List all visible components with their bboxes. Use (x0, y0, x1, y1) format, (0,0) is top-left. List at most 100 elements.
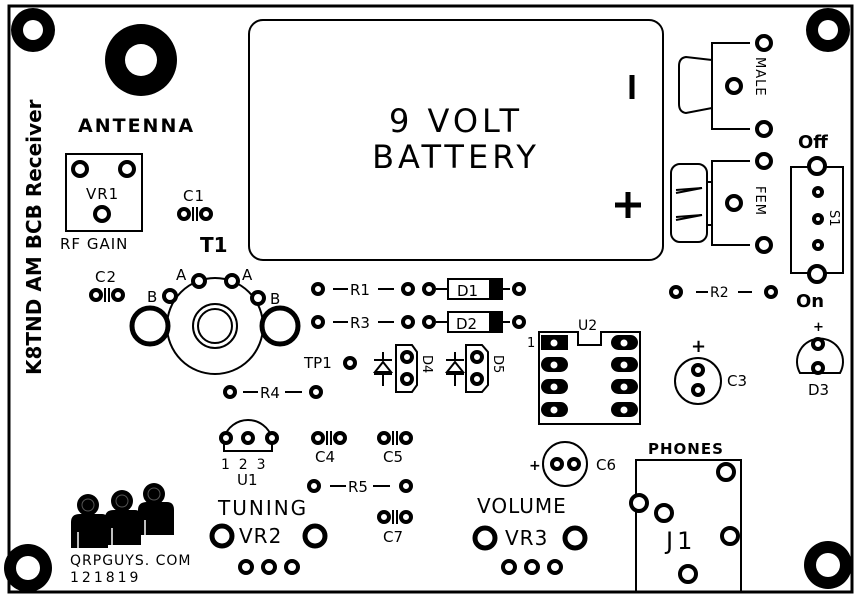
c7-capacitor (377, 510, 413, 524)
board-outline (7, 4, 854, 594)
vr3-mount-pad (562, 525, 588, 551)
r1-label: R1 (350, 281, 370, 299)
qrpguys-logo-icon (71, 483, 174, 548)
j1-pad (629, 493, 649, 513)
s1-pad (812, 186, 824, 198)
male-connector (678, 34, 773, 138)
d5-label: D5 (490, 355, 505, 373)
mounting-hole-top-left (11, 8, 55, 52)
d3-plus-icon: + (813, 320, 824, 335)
vr3-label: VR3 (505, 526, 548, 550)
male-label: MALE (752, 57, 767, 97)
u2-label: U2 (578, 318, 597, 334)
j1-pad (654, 503, 674, 523)
volume-label: VOLUME (477, 494, 567, 518)
vr2-mount-pad (209, 523, 235, 549)
c5-capacitor (377, 431, 413, 445)
vr2-pad (238, 559, 254, 575)
r5-label: R5 (348, 478, 368, 496)
u1-label: U1 (237, 471, 258, 489)
vr2-label: VR2 (239, 524, 282, 548)
c3-pad (691, 383, 705, 397)
vr1-pad (71, 160, 89, 178)
j1-pad (716, 462, 736, 482)
tp1-pad (343, 356, 357, 370)
c4-label: C4 (315, 448, 335, 466)
d5-diode (444, 344, 489, 393)
battery-label-line2: BATTERY (372, 138, 540, 176)
board-title: K8TND AM BCB Receiver (22, 99, 46, 375)
c7-label: C7 (383, 528, 403, 546)
c3-pad (691, 363, 705, 377)
switch-off-label: Off (798, 132, 828, 153)
c2-label: C2 (95, 268, 117, 286)
vr3-pad (501, 559, 517, 575)
r2-resistor (669, 285, 778, 299)
r4-resistor (223, 385, 323, 399)
t1-pin-b (162, 288, 178, 304)
tp1-label: TP1 (303, 354, 332, 372)
s1-mount-pad (807, 156, 827, 176)
s1-pad (812, 213, 824, 225)
r4-label: R4 (260, 384, 280, 402)
vr2-mount-pad (302, 523, 328, 549)
c6-outline (542, 441, 588, 487)
phones-label: PHONES (648, 440, 724, 458)
j1-pad (720, 526, 740, 546)
d3-pad (811, 361, 825, 375)
t1-pin-a-label: A (242, 266, 253, 284)
j1-outline (635, 459, 742, 592)
t1-mount-pad-left (129, 305, 171, 347)
j1-label: J1 (664, 527, 696, 555)
s1-mount-pad (807, 264, 827, 284)
r1-resistor (311, 282, 415, 296)
d4-label: D4 (419, 355, 434, 373)
vr2-pad (261, 559, 277, 575)
female-connector (670, 152, 773, 254)
d4-diode (372, 344, 418, 393)
c3-plus-icon: + (691, 336, 706, 357)
c1-label: C1 (183, 187, 205, 205)
antenna-pad (105, 24, 177, 96)
u2-pin1-label: 1 (527, 336, 535, 351)
t1-mount-pad-right (259, 305, 301, 347)
battery-outline (248, 19, 664, 261)
c6-pad (567, 457, 581, 471)
t1-pin-b-label: B (270, 290, 281, 308)
d3-label: D3 (808, 381, 829, 399)
u1-regulator (219, 419, 279, 452)
vr1-outline (65, 153, 143, 232)
t1-outline (166, 277, 264, 375)
c5-label: C5 (383, 448, 403, 466)
r3-resistor (311, 315, 415, 329)
c2-capacitor (89, 288, 125, 302)
c3-outline (674, 357, 722, 405)
battery-label-line1: 9 VOLT (389, 102, 523, 140)
r5-resistor (307, 479, 413, 493)
s1-label: S1 (826, 210, 841, 227)
vr2-pad (284, 559, 300, 575)
vr1-pad (93, 205, 111, 223)
t1-pin-b-label: B (147, 288, 158, 306)
c1-capacitor (177, 207, 213, 221)
vr3-pad (547, 559, 563, 575)
battery-plus-icon (615, 192, 641, 218)
s1-pad (812, 239, 824, 251)
j1-pad (678, 564, 698, 584)
d1-diode (422, 278, 526, 300)
u1-pin-numbers: 1 2 3 (221, 457, 266, 473)
c4-capacitor (311, 431, 347, 445)
website-label: QRPGUYS. COM (70, 553, 192, 569)
switch-on-label: On (796, 291, 824, 312)
d2-label: D2 (456, 315, 477, 333)
d2-diode (422, 311, 526, 333)
u2-outline (538, 331, 641, 425)
d1-label: D1 (457, 282, 478, 300)
u2-pins (541, 335, 638, 417)
c3-label: C3 (727, 372, 747, 390)
r2-label: R2 (710, 285, 729, 301)
fem-label: FEM (752, 186, 767, 216)
d3-pad (811, 337, 825, 351)
t1-pin-b (250, 290, 266, 306)
